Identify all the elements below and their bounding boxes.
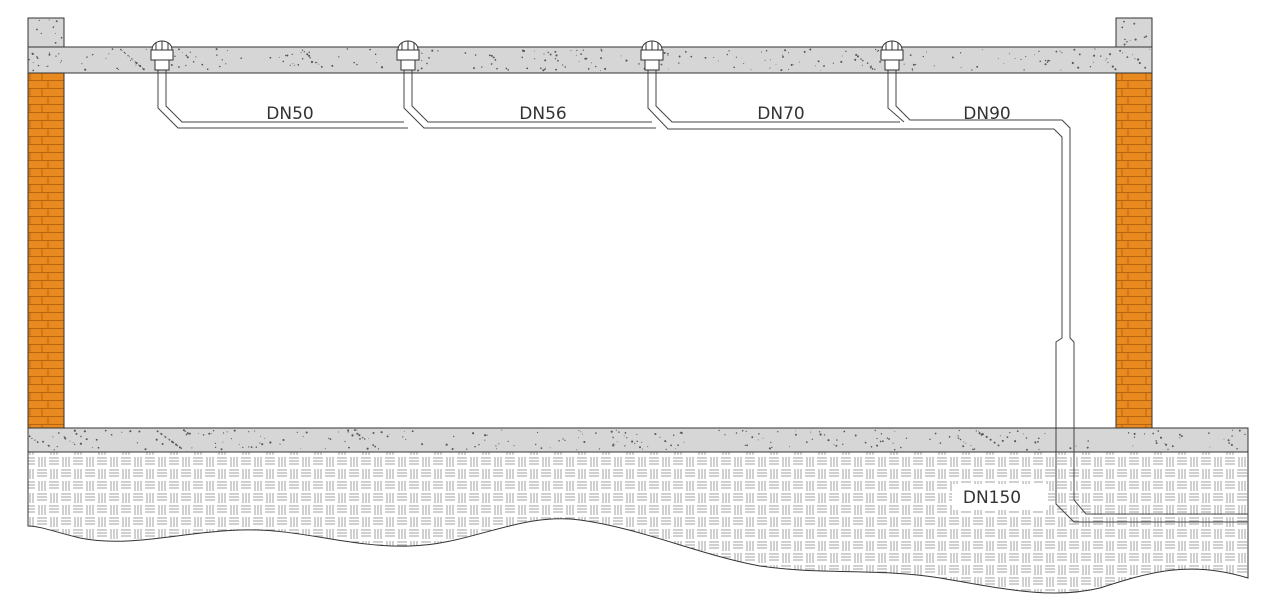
soil-ground [27, 451, 1249, 594]
roof-drain-4 [880, 40, 904, 71]
left-brick-wall [27, 72, 65, 429]
pipe-label-dn70: DN70 [757, 104, 804, 124]
pipe-branch-2 [403, 70, 656, 129]
pipe-label-dn90: DN90 [963, 104, 1010, 124]
pipe-label-dn56: DN56 [519, 104, 566, 124]
floor-slab [27, 427, 1249, 453]
roof-drain-3 [640, 40, 664, 71]
roof-drain-2 [396, 40, 420, 71]
pipe-branch-4 [887, 70, 905, 123]
pipe-riser [1061, 119, 1248, 515]
pipe-branch-3 [647, 70, 1054, 130]
concrete-speckles [28, 19, 1246, 451]
roof-slab [27, 46, 1153, 74]
roof-drain-1 [150, 40, 174, 71]
pipe-label-dn150: DN150 [963, 488, 1021, 508]
pipe-network [157, 70, 1248, 523]
pipe-label-dn50: DN50 [266, 104, 313, 124]
left-parapet [27, 17, 65, 48]
right-parapet [1115, 17, 1153, 48]
pipe-branch-1 [157, 70, 408, 129]
right-brick-wall [1115, 72, 1153, 429]
